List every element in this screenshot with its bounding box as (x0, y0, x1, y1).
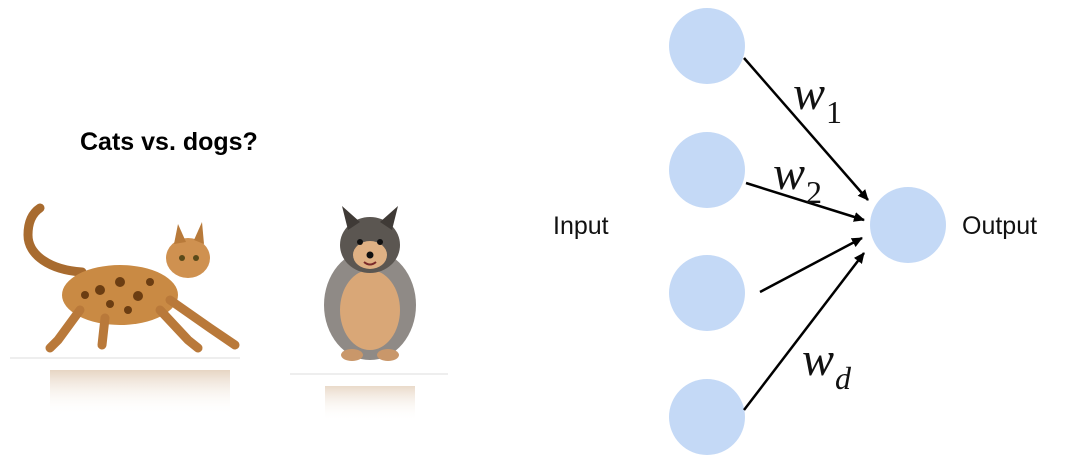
weight-label-2: w2 (773, 147, 822, 209)
weight-subscript: d (835, 360, 852, 396)
input-node-2 (669, 132, 745, 208)
weight-symbol: w (802, 333, 835, 386)
weight-label-d: wd (802, 333, 851, 395)
input-node-1 (669, 8, 745, 84)
edge-2 (745, 181, 865, 222)
dog-image (290, 206, 448, 421)
edge-1 (743, 57, 869, 201)
weight-symbol: w (793, 67, 826, 120)
weight-label-1: w1 (793, 67, 842, 129)
output-label: Output (962, 212, 1038, 240)
weight-symbol: w (773, 147, 806, 200)
weight-subscript: 1 (826, 94, 843, 130)
slide-title: Cats vs. dogs? (80, 128, 258, 156)
output-node (870, 187, 946, 263)
input-label: Input (553, 212, 609, 240)
input-node-3 (669, 255, 745, 331)
cat-image (10, 203, 240, 415)
edge-3 (759, 236, 863, 294)
edge-4 (743, 252, 865, 411)
input-node-4 (669, 379, 745, 455)
weight-subscript: 2 (806, 174, 823, 210)
